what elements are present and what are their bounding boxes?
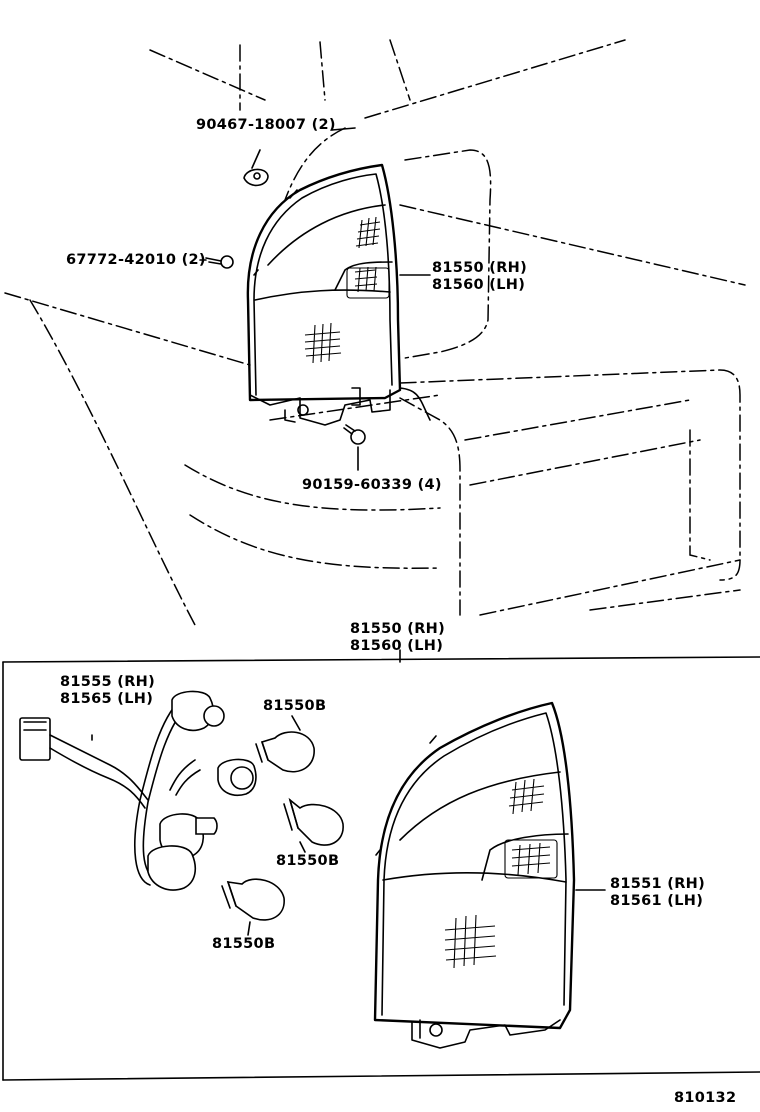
lamp-lh-label: 81560 (LH)	[432, 277, 526, 293]
lens-rh-label: 81551 (RH)	[610, 876, 706, 892]
leader-lines-exploded	[247, 715, 606, 936]
exploded-view-frame	[2, 649, 760, 1081]
socket-wire-lh-label: 81565 (LH)	[60, 691, 154, 707]
exploded-header-rh-label: 81550 (RH)	[350, 621, 446, 637]
bolt-90159-60339	[343, 424, 366, 471]
socket-wire-rh-label: 81555 (RH)	[60, 674, 156, 690]
bulb-label-3: 81550B	[212, 936, 276, 952]
bolt-part-label: 90159-60339 (4)	[302, 477, 442, 493]
bulb-label-2: 81550B	[276, 853, 340, 869]
lens-lh-label: 81561 (LH)	[610, 893, 704, 909]
bulb-3	[221, 878, 285, 921]
bulb-2	[283, 797, 344, 846]
bulb-label-1: 81550B	[263, 698, 327, 714]
screw-67772-42010	[199, 255, 234, 269]
tail-lamp-assembly-top	[246, 163, 402, 426]
lens-exploded	[373, 701, 576, 1049]
exploded-header-lh-label: 81560 (LH)	[350, 638, 444, 654]
lamp-rh-label: 81550 (RH)	[432, 260, 528, 276]
clip-90467-18007	[243, 149, 269, 187]
screw-part-label: 67772-42010 (2)	[66, 252, 206, 268]
diagram-id: 810132	[674, 1090, 737, 1106]
leader-lines-top	[331, 127, 431, 421]
socket-and-wire-assembly	[19, 690, 257, 891]
bulb-1	[255, 731, 315, 773]
vehicle-body-outline	[4, 39, 746, 626]
clip-part-label: 90467-18007 (2)	[196, 117, 336, 133]
